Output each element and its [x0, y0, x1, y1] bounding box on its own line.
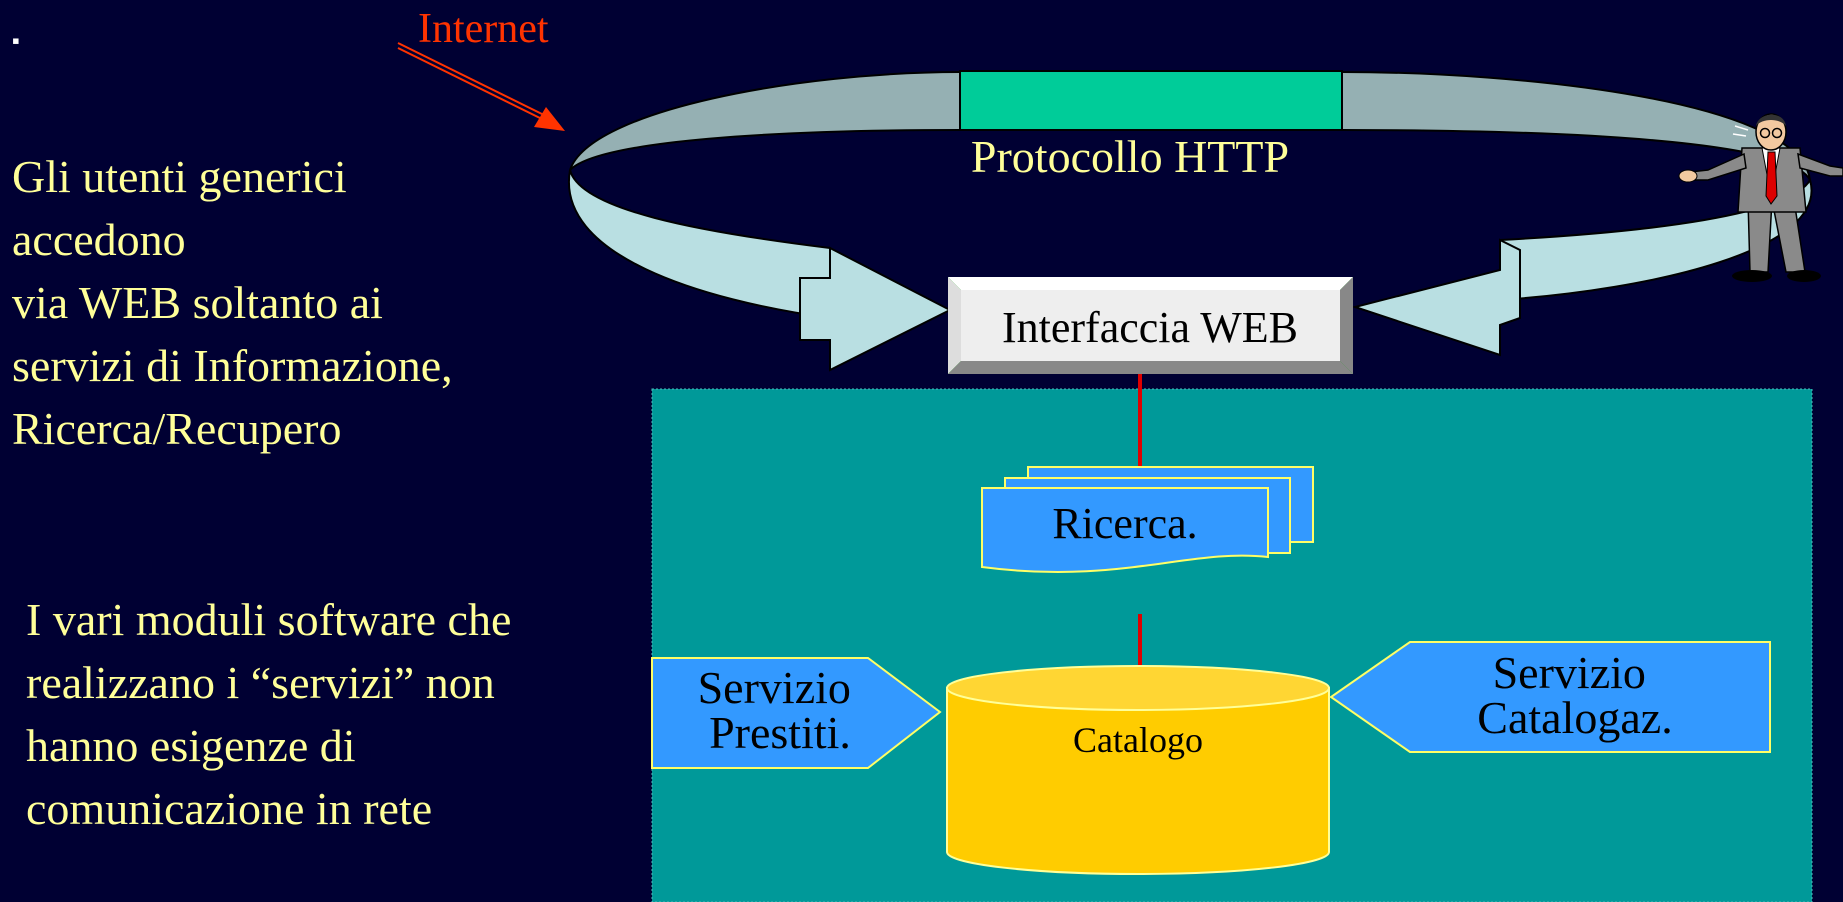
- modules-line: hanno esigenze di: [26, 720, 356, 771]
- internet-arrow: [397, 42, 565, 131]
- modules-line: realizzano i “servizi” non: [26, 657, 495, 708]
- internet-label: Internet: [418, 6, 549, 52]
- catalog-database: [946, 665, 1330, 875]
- cataloguing-line: Servizio: [1493, 647, 1646, 698]
- user-figure-icon: [1678, 113, 1843, 282]
- loans-line: Prestiti.: [709, 707, 851, 758]
- intro-text: Gli utenti generici accedono via WEB sol…: [12, 151, 464, 454]
- web-interface-box: [948, 277, 1353, 374]
- cataloguing-label: Servizio Catalogaz.: [1477, 647, 1672, 743]
- protocol-label: Protocollo HTTP: [971, 131, 1289, 182]
- cataloguing-line: Catalogaz.: [1477, 692, 1672, 743]
- modules-line: I vari moduli software che: [26, 594, 511, 645]
- intro-line: accedono: [12, 214, 186, 265]
- search-label: Ricerca.: [1052, 499, 1197, 548]
- loans-service: [651, 657, 942, 769]
- intro-line: Ricerca/Recupero: [12, 403, 341, 454]
- catalog-label: Catalogo: [1073, 720, 1203, 760]
- intro-line: via WEB soltanto ai: [12, 277, 383, 328]
- search-module: [981, 466, 1314, 573]
- protocol-band: [959, 70, 1343, 131]
- intro-line: servizi di Informazione,: [12, 340, 453, 391]
- http-ring: [567, 71, 1813, 372]
- modules-text: I vari moduli software che realizzano i …: [26, 594, 523, 834]
- loans-line: Servizio: [698, 662, 851, 713]
- cataloguing-service: [1329, 641, 1771, 753]
- bullet-mark: ▪: [12, 28, 20, 53]
- intro-line: Gli utenti generici: [12, 151, 347, 202]
- modules-line: comunicazione in rete: [26, 783, 432, 834]
- web-interface-label: Interfaccia WEB: [1002, 303, 1298, 352]
- loans-label: Servizio Prestiti.: [698, 662, 863, 758]
